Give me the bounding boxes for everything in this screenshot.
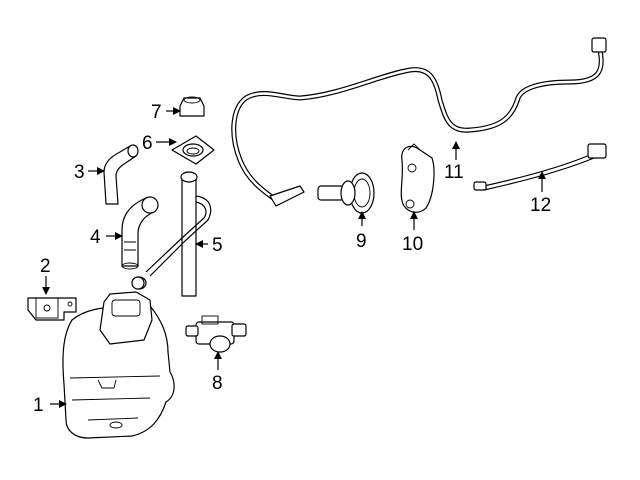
part-9-filler-neck <box>317 172 375 214</box>
callout-2: 2 <box>40 256 51 277</box>
part-6-grommet <box>171 135 215 165</box>
callout-labels: 1 2 3 4 5 6 7 8 9 10 11 12 <box>33 102 551 416</box>
callout-5: 5 <box>212 235 223 256</box>
callout-10: 10 <box>402 234 423 255</box>
part-12-sensor-cable <box>473 143 607 191</box>
part-1-reservoir <box>62 276 175 439</box>
callout-9: 9 <box>356 231 367 252</box>
part-8-valve <box>185 315 247 353</box>
part-5-filler-pipe <box>131 171 212 297</box>
part-11-tube <box>231 37 607 207</box>
part-3-elbow-hose <box>103 144 139 205</box>
leader-lines <box>42 107 546 408</box>
callout-8: 8 <box>212 373 223 394</box>
callout-3: 3 <box>74 162 85 183</box>
callout-12: 12 <box>530 195 551 216</box>
callout-7: 7 <box>151 102 162 123</box>
callout-11: 11 <box>444 162 464 183</box>
part-2-bracket <box>27 297 77 321</box>
callout-1: 1 <box>33 395 44 416</box>
part-10-bracket <box>400 143 435 213</box>
part-7-cap <box>179 96 205 117</box>
callout-4: 4 <box>90 227 101 248</box>
part-4-hose <box>121 196 159 270</box>
callout-6: 6 <box>142 133 153 154</box>
